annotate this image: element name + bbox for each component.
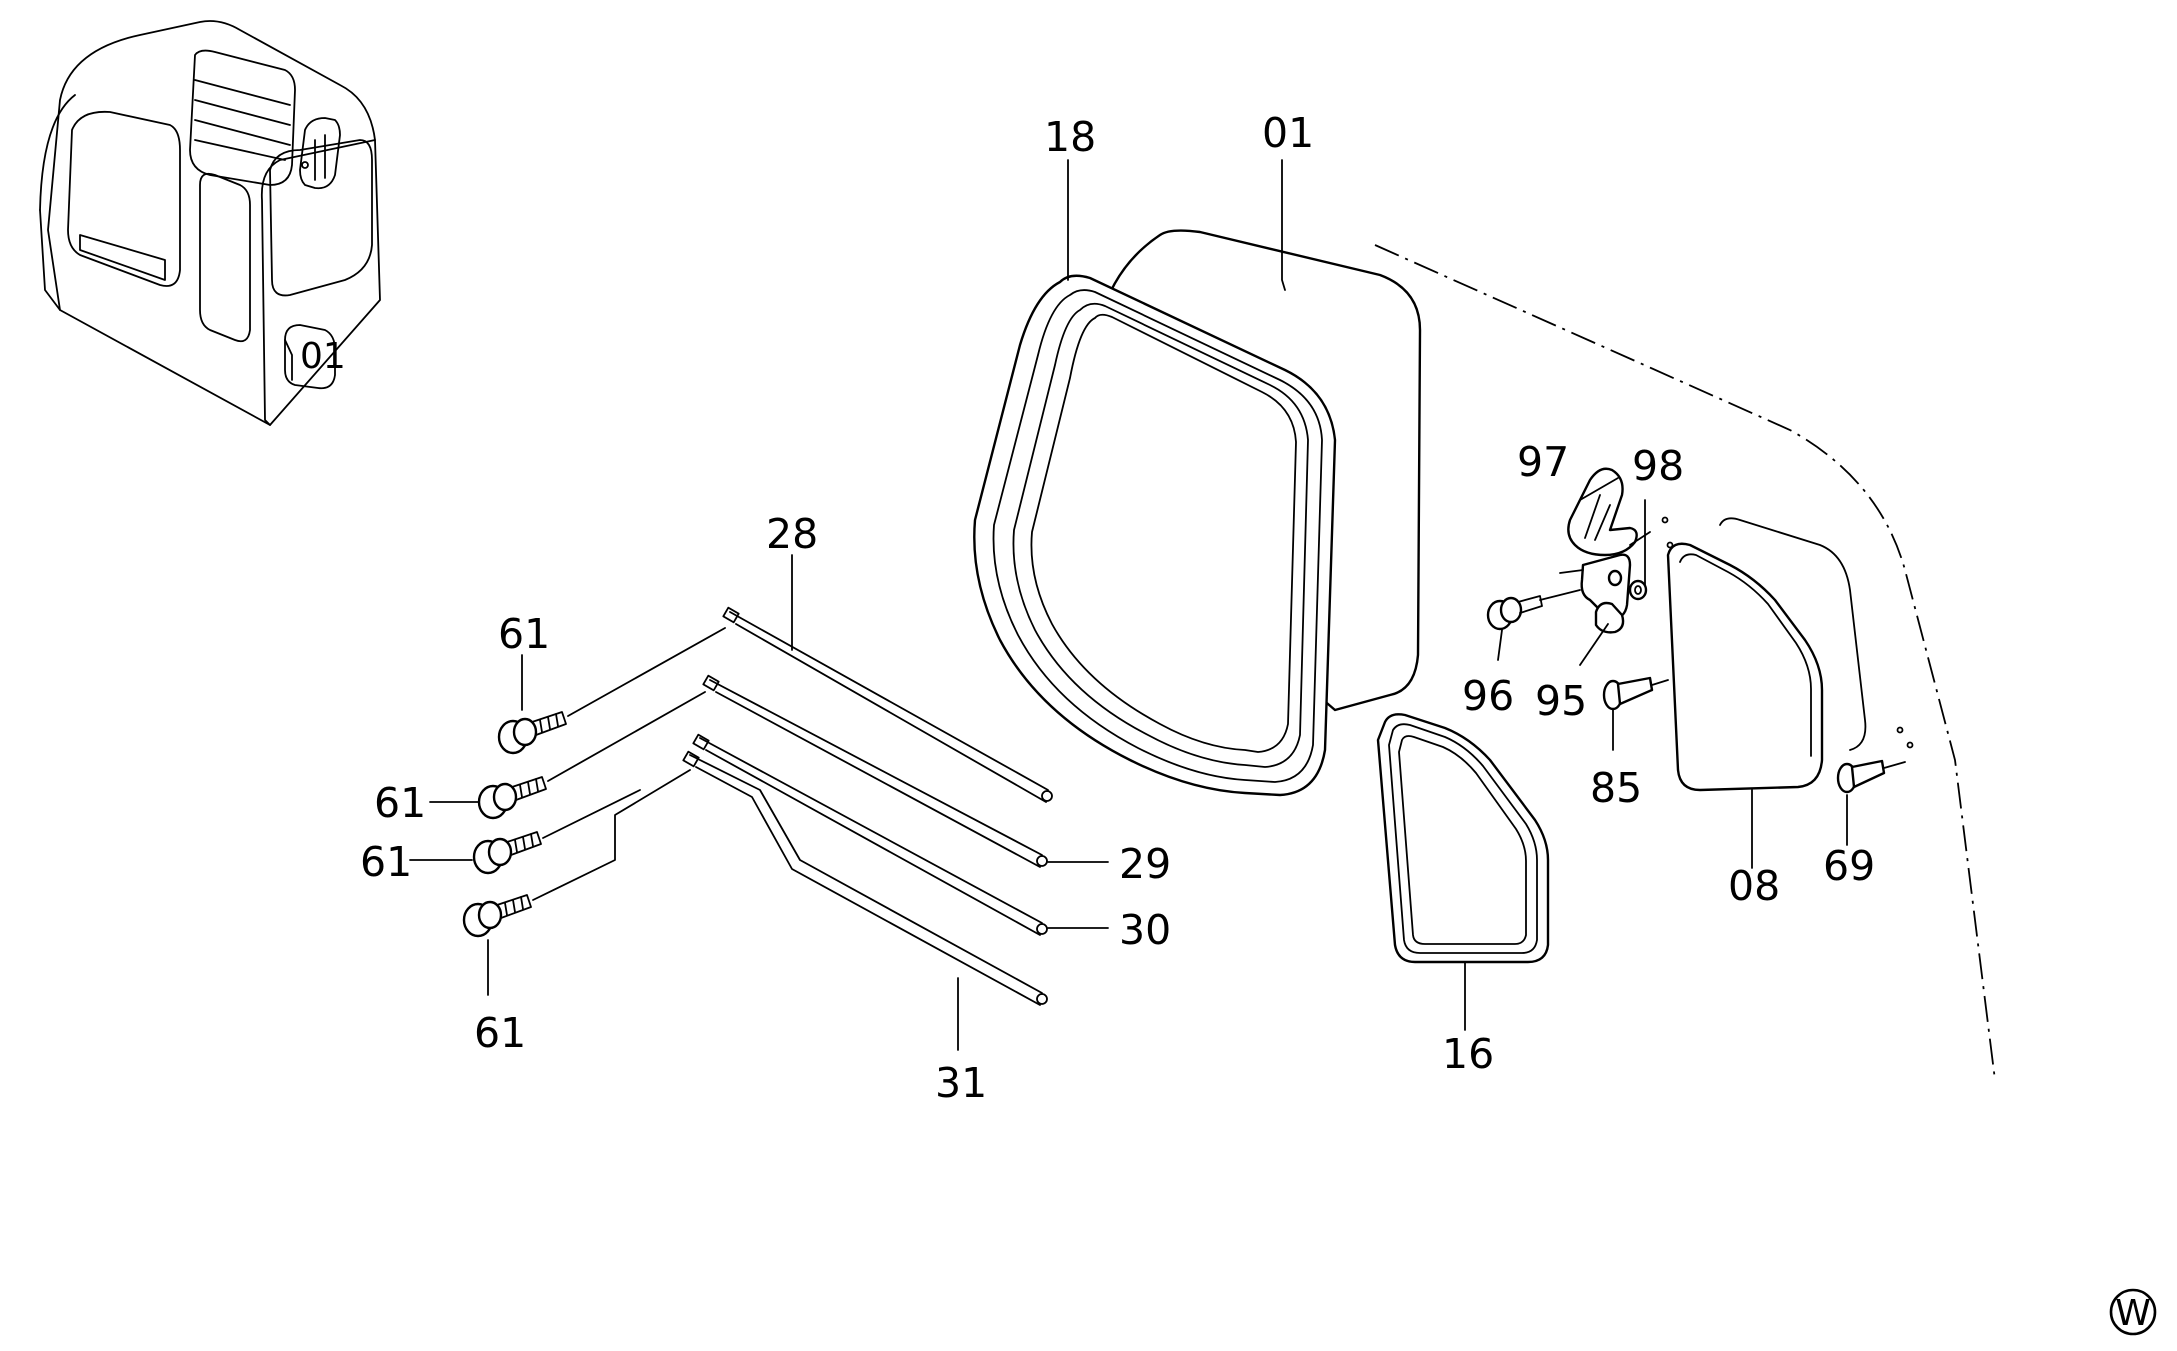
callout-08: 08 (1728, 862, 1780, 910)
callout-16: 16 (1442, 1030, 1494, 1078)
callout-69: 69 (1823, 842, 1875, 890)
thumbnail-panel-label: 01 (300, 336, 346, 377)
bolt-61-a (497, 711, 567, 755)
cab-body-outline (1374, 244, 1996, 1081)
callout-61-a: 61 (498, 610, 550, 658)
callout-01: 01 (1262, 109, 1314, 157)
bolt-61-c (472, 831, 542, 875)
washer-98 (1628, 579, 1648, 601)
leader-lines (409, 159, 1848, 1051)
weatherstrip-18 (973, 274, 1337, 797)
bolt-61-d (462, 894, 532, 938)
callout-61-d: 61 (474, 1009, 526, 1057)
callout-85: 85 (1590, 764, 1642, 812)
corner-mark-letter: W (2115, 1293, 2151, 1334)
pin-85 (1602, 676, 1669, 711)
callout-98: 98 (1632, 442, 1684, 490)
cab-overview-thumbnail: 01 (39, 20, 381, 426)
corner-mark: W (2109, 1288, 2157, 1336)
callout-labels: 18 01 28 29 30 31 61 61 61 61 97 98 96 9… (360, 109, 1875, 1107)
callout-29: 29 (1119, 840, 1171, 888)
callout-97: 97 (1517, 438, 1569, 486)
callout-28: 28 (766, 510, 818, 558)
callout-61-c: 61 (360, 838, 412, 886)
callout-18: 18 (1044, 113, 1096, 161)
rods (682, 606, 1053, 1006)
bracket-95 (1559, 531, 1651, 634)
latch-hardware (1486, 467, 1651, 634)
bolts-61 (462, 627, 726, 938)
small-window-seal-16 (1376, 713, 1550, 964)
callout-30: 30 (1119, 906, 1171, 954)
callout-96: 96 (1462, 672, 1514, 720)
pin-69 (1836, 759, 1906, 794)
bolt-61-b (477, 776, 547, 820)
latch-97 (1567, 467, 1638, 557)
small-glass-08 (1666, 542, 1824, 792)
callout-31: 31 (935, 1059, 987, 1107)
callout-61-b: 61 (374, 779, 426, 827)
callout-95: 95 (1535, 677, 1587, 725)
screw-96 (1486, 589, 1581, 631)
